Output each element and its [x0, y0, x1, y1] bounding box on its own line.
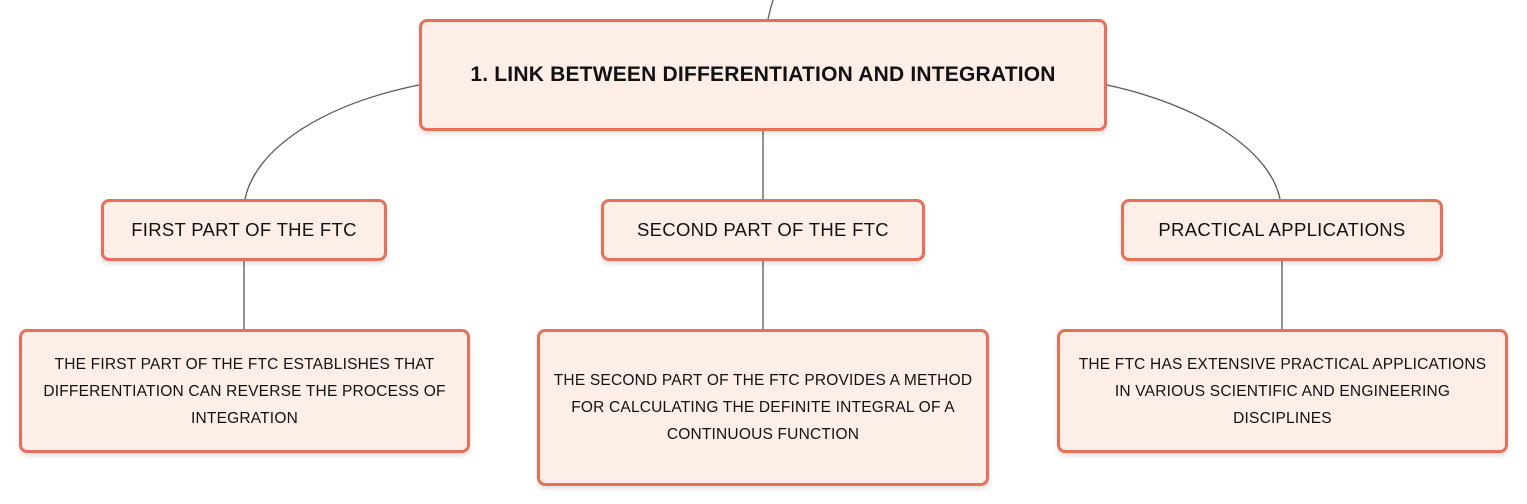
detail-node-text: THE FTC HAS EXTENSIVE PRACTICAL APPLICAT… — [1078, 355, 1487, 427]
connector-root-to-practical-applications — [1106, 84, 1281, 200]
detail-node-text: THE SECOND PART OF THE FTC PROVIDES A ME… — [553, 372, 973, 443]
connector-root-to-first-part — [244, 84, 420, 200]
detail-node-first-part[interactable]: THE FIRST PART OF THE FTC ESTABLISHES TH… — [19, 329, 470, 453]
detail-node-second-part[interactable]: THE SECOND PART OF THE FTC PROVIDES A ME… — [537, 329, 989, 486]
branch-node-label: PRACTICAL APPLICATIONS — [1158, 219, 1406, 240]
detail-node-text: THE FIRST PART OF THE FTC ESTABLISHES TH… — [43, 355, 446, 427]
branch-node-second-part[interactable]: SECOND PART OF THE FTC — [601, 199, 925, 261]
branch-node-first-part[interactable]: FIRST PART OF THE FTC — [101, 199, 387, 261]
branch-node-label: SECOND PART OF THE FTC — [637, 219, 889, 240]
branch-node-practical-applications[interactable]: PRACTICAL APPLICATIONS — [1121, 199, 1443, 261]
root-node[interactable]: 1. LINK BETWEEN DIFFERENTIATION AND INTE… — [419, 19, 1107, 131]
branch-node-label: FIRST PART OF THE FTC — [131, 219, 357, 240]
root-node-label: 1. LINK BETWEEN DIFFERENTIATION AND INTE… — [470, 63, 1056, 86]
connector-parent-to-root — [767, 0, 774, 20]
detail-node-practical-applications[interactable]: THE FTC HAS EXTENSIVE PRACTICAL APPLICAT… — [1057, 329, 1508, 453]
